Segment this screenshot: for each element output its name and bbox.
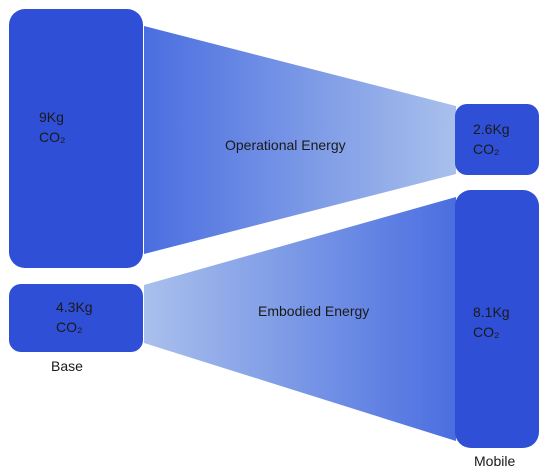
base-operational-value: 9Kg <box>39 109 64 125</box>
embodied-energy-flow <box>144 197 456 441</box>
operational-energy-label: Operational Energy <box>225 137 346 153</box>
mobile-operational-unit: CO₂ <box>473 141 500 157</box>
mobile-operational-node: 2.6Kg CO₂ <box>455 104 539 175</box>
mobile-embodied-value: 8.1Kg <box>473 304 510 320</box>
embodied-energy-label: Embodied Energy <box>258 303 370 319</box>
base-caption: Base <box>51 358 83 374</box>
mobile-caption: Mobile <box>474 453 516 469</box>
mobile-embodied-node: 8.1Kg CO₂ <box>455 190 539 448</box>
base-operational-node: 9Kg CO₂ <box>9 9 143 268</box>
mobile-operational-value: 2.6Kg <box>473 121 510 137</box>
mobile-embodied-unit: CO₂ <box>473 324 500 340</box>
base-embodied-value: 4.3Kg <box>56 299 93 315</box>
base-embodied-unit: CO₂ <box>56 319 83 335</box>
base-operational-unit: CO₂ <box>39 129 66 145</box>
operational-energy-flow <box>144 26 456 254</box>
base-embodied-node: 4.3Kg CO₂ <box>9 284 143 352</box>
